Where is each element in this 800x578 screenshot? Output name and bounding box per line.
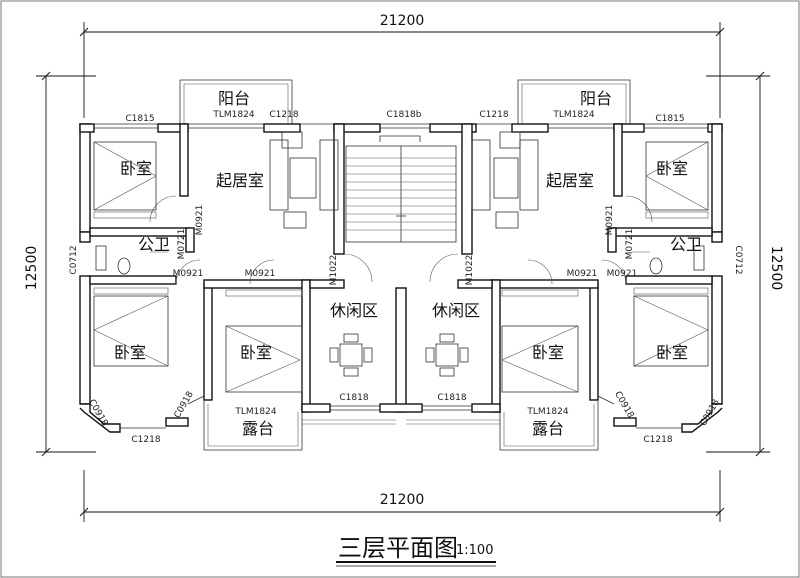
bed-bottom-right-1 [501, 289, 579, 393]
tag-c1818b: C1818b [387, 110, 422, 120]
terrace-left-outline [203, 400, 396, 451]
room-label-bedroom-bottom-right-2: 卧室 [656, 343, 688, 362]
bed-top-right [645, 141, 709, 219]
door-swings [149, 195, 653, 285]
tag-m0721-right: M0721 [625, 229, 635, 260]
left-dimension-label: 12500 [24, 246, 40, 291]
top-dimension-label: 21200 [380, 13, 425, 29]
tag-c1818-right: C1818 [437, 393, 466, 403]
tag-c1815-right: C1815 [655, 114, 684, 124]
tag-tlm1824-bottom-left: TLM1824 [234, 407, 276, 417]
right-dimension-label: 12500 [768, 246, 784, 291]
right-dimension [706, 71, 770, 457]
room-label-lounge-left: 休闲区 [330, 301, 378, 320]
bed-bottom-left-1 [93, 287, 169, 367]
tag-c0918-b: C0918 [173, 390, 196, 421]
drawing-title: 三层平面图 [338, 534, 458, 562]
bed-top-left [93, 141, 157, 219]
room-label-bedroom-top-left: 卧室 [120, 159, 152, 178]
room-label-balcony-left: 阳台 [218, 89, 250, 108]
room-label-bath-right: 公卫 [670, 235, 702, 254]
room-label-terrace-left: 露台 [242, 419, 274, 438]
left-dimension [36, 71, 96, 457]
dining-table-left [329, 333, 373, 377]
tag-c0918-c: C0918 [612, 390, 635, 421]
bottom-dimension [79, 470, 725, 522]
tag-m0921-d: M0921 [607, 269, 638, 279]
exterior-walls [79, 123, 723, 433]
tag-tlm1824-bottom-right: TLM1824 [526, 407, 568, 417]
bed-bottom-left-2 [225, 289, 303, 393]
tag-m0721-left: M0721 [177, 229, 187, 260]
staircase [345, 135, 457, 243]
room-label-living-left: 起居室 [216, 171, 264, 190]
tag-c0712-right: C0712 [733, 245, 743, 274]
tag-m0921-right-vertical: M0921 [605, 205, 615, 236]
tag-m0921-c: M0921 [567, 269, 598, 279]
bathroom-fixtures-left [95, 245, 168, 275]
living-room-furniture-right [471, 131, 539, 229]
tag-c1218-bottom-right: C1218 [643, 435, 672, 445]
balcony-right-outline [517, 79, 631, 126]
tag-c1218-bottom-left: C1218 [131, 435, 160, 445]
tag-m0921-b: M0921 [245, 269, 276, 279]
dining-table-right [425, 333, 469, 377]
tag-tlm1824-top-left: TLM1824 [212, 110, 254, 120]
bottom-dimension-label: 21200 [380, 492, 425, 508]
drawing-scale: 1:100 [456, 543, 493, 558]
tag-tlm1824-top-right: TLM1824 [552, 110, 594, 120]
tag-c1218-top-right: C1218 [479, 110, 508, 120]
room-label-terrace-right: 露台 [532, 419, 564, 438]
bed-bottom-right-2 [633, 287, 709, 367]
room-label-bath-left: 公卫 [138, 235, 170, 254]
room-label-bedroom-top-right: 卧室 [656, 159, 688, 178]
terrace-right-outline [406, 400, 599, 451]
balcony-left-outline [179, 79, 293, 126]
tag-c0918-d: C0918 [699, 398, 722, 429]
tag-m1022-left: M1022 [329, 255, 339, 286]
tag-c1218-top-left: C1218 [269, 110, 298, 120]
bathroom-fixtures-right [632, 245, 705, 275]
tag-c0712-left: C0712 [69, 245, 79, 274]
room-label-bedroom-bottom-left-2: 卧室 [240, 343, 272, 362]
room-label-lounge-right: 休闲区 [432, 301, 480, 320]
living-room-furniture-left [269, 131, 339, 229]
tag-m1022-right: M1022 [465, 255, 475, 286]
room-label-living-right: 起居室 [546, 171, 594, 190]
top-dimension [79, 22, 725, 118]
tag-c1815-left: C1815 [125, 114, 154, 124]
tag-c1818-left: C1818 [339, 393, 368, 403]
room-label-balcony-right: 阳台 [580, 89, 612, 108]
tag-m0921-a: M0921 [173, 269, 204, 279]
tag-m0921-left-vertical: M0921 [195, 205, 205, 236]
room-label-bedroom-bottom-left-1: 卧室 [114, 343, 146, 362]
room-label-bedroom-bottom-right-1: 卧室 [532, 343, 564, 362]
